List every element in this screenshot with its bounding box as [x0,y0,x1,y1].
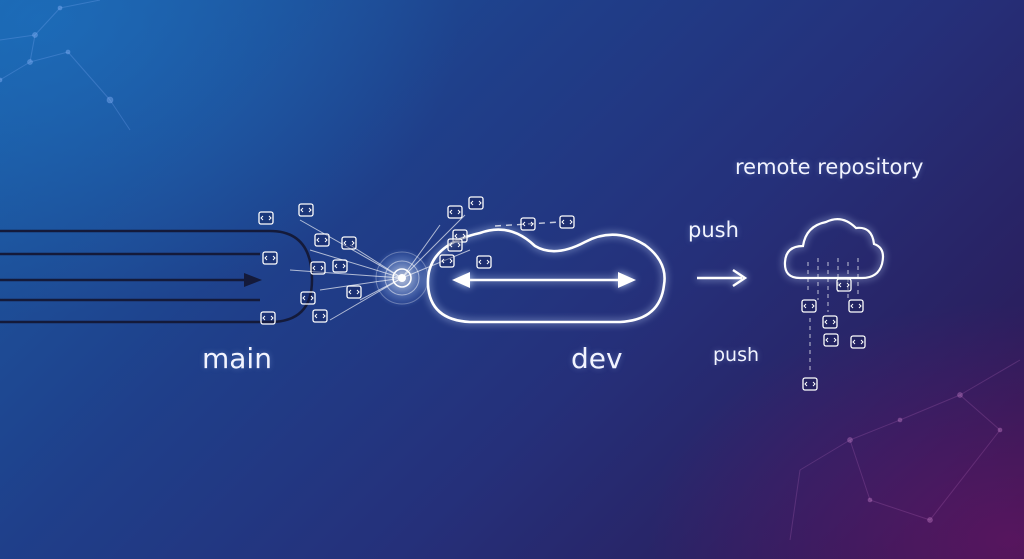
dev-branch-outline [426,228,666,324]
main-arrow-head [244,273,262,287]
cloud-rain-lines [807,258,859,372]
network-icon [789,359,1021,541]
main-branch-label: main [202,342,272,375]
arrow-right-icon [697,269,748,287]
code-file-icon [258,196,866,391]
push-label-bottom: push [713,344,760,366]
dev-double-arrow [452,272,636,288]
remote-repository-label: remote repository [735,155,924,179]
cloud-icon [783,217,885,280]
main-branch-lines [0,229,314,324]
burst-icon [289,214,471,321]
dev-branch-label: dev [571,342,623,375]
network-icon [0,0,131,131]
push-label-top: push [688,218,739,242]
